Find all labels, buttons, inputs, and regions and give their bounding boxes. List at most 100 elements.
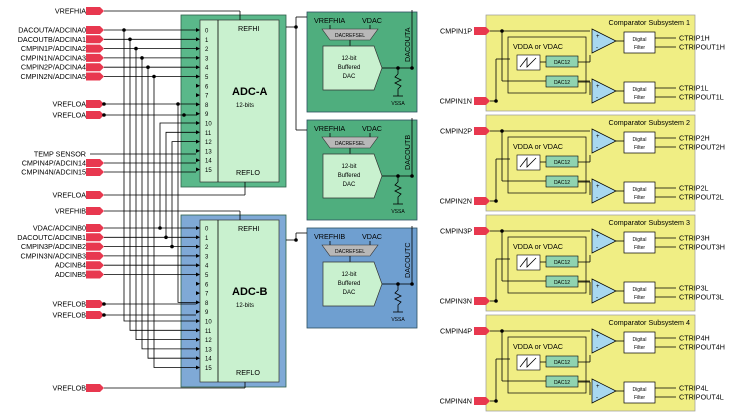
dac-3-refsel: DACREFSEL [335,249,365,255]
pin-vrefhib-arrow [86,207,104,215]
cmpss-1-comparator-high [591,28,617,54]
cmpss-1-filter-h [623,31,656,54]
cmpss-4-dac12-h [545,355,579,368]
pin-adcinb-2-arrow [86,242,104,251]
cmpss-1-dac12-h [545,55,579,68]
dac-1-core [322,45,383,91]
pin-adcina-4-arrow [86,63,104,72]
channel-arrow [196,28,200,32]
cmpss-2-inn: CMPIN2N [440,197,472,206]
cmpss-4-vdda: VDDA or VDAC [513,342,563,351]
cmpss-3-dac12-l [545,275,579,288]
cmpss-3-filter-h [623,231,656,254]
adc-a-channel-2: 2 [205,47,209,53]
cmpss-4-ramp-icon [519,356,537,368]
cmpss-3-filter-h-1: Digital [633,237,647,243]
adc-b-refhi: REFHI [238,224,260,233]
cmpss-1-dac12-l [545,75,579,88]
channel-arrow [196,356,200,361]
adc-b-channel-12: 12 [205,338,212,344]
pin-adcinb-2: CMPIN3P/ADCINB2 [21,242,86,251]
dac-3-resistor [394,289,402,312]
pin-adcina-2-arrow [86,44,104,53]
cmpss-3-inn-arrow [474,297,490,305]
channel-arrow [196,226,200,230]
adc-a-channel-14: 14 [205,159,212,165]
pin-cmpin4p-arrow [86,159,104,167]
cmpss-3-ctripout-h: CTRIPOUT3H [679,243,725,252]
junction-dot [182,113,186,117]
cmpss-1-ctripout-l: CTRIPOUT1L [679,93,724,102]
adc-a-channel-9: 9 [205,112,209,118]
dac-1-refsel: DACREFSEL [335,33,365,39]
cmpss-1-title: Comparator Subsystem 1 [609,18,691,27]
dac-2-body-3: DAC [343,182,356,188]
dac-2-vssa: VSSA [391,209,405,215]
dac-1-vssa: VSSA [391,101,405,107]
dac-3-out-label: DACOUTC [403,242,412,278]
cmpss-4-cmp-minus: - [596,345,598,351]
cmpss-2-filter-l-2: Filter [634,195,645,201]
pin-vrefloa-2: VREFLOA [52,111,86,120]
adc-b-channel-2: 2 [205,245,209,251]
adc-a-channel-15: 15 [205,168,212,174]
wire [153,76,196,368]
adc-a-channel-12: 12 [205,140,212,146]
cmpss-4-dac12-l [545,375,579,388]
adc-a-reflo: REFLO [236,168,260,177]
adc-b-channel-4: 4 [205,264,209,270]
adc-a-refhi: REFHI [238,24,260,33]
pin-adcina-1: DACOUTB/ADCINA1 [18,35,86,44]
wire [171,141,196,247]
pin-vrefloa-1: VREFLOA [52,100,86,109]
adc-a-channel-1: 1 [205,38,209,44]
junction-dot [500,329,504,333]
channel-arrow [196,65,200,70]
cmpss-1-ramp-box [516,54,541,71]
channel-arrow [196,309,200,314]
cmpss-4-cmp-plus: + [596,384,600,390]
cmpss-4-ramp-box [516,354,541,371]
cmpss-2-cmp-minus: - [596,145,598,151]
pin-adcina-4: CMPIN2P/ADCINA4 [21,63,86,72]
channel-arrow [196,167,200,172]
junction-dot [294,238,298,242]
pin-adcina-0-arrow [86,26,104,34]
dac-2-resistor [394,181,402,204]
pin-adcina-1-arrow [86,35,104,44]
cmpss-3-comparator-low [591,278,617,304]
pin-adcinb-4-arrow [86,261,104,270]
adc-b-channel-15: 15 [205,366,212,372]
junction-dot [410,66,414,70]
dac-2-body-2: Buffered [338,173,361,179]
adc-b-channel-0: 0 [205,227,209,233]
wire [165,131,196,238]
dac-2-body-1: 12-bit [341,164,356,170]
cmpss-1-vdda: VDDA or VDAC [513,42,563,51]
cmpss-2-cmp-plus: + [596,134,600,140]
cmpss-2-dac12-l [545,175,579,188]
cmpss-1-cmp-minus: - [596,95,598,101]
adc-b-channel-1: 1 [205,236,209,242]
adc-b-title: ADC-B [232,286,267,298]
cmpss-1-inn: CMPIN1N [440,97,472,106]
wire [129,39,196,331]
dac-2-refsel-mux [321,136,379,149]
cmpss-1-filter-l-2: Filter [634,95,645,101]
comparator-section: Comparator Subsystem 1CMPIN1PCMPIN1NVDDA… [440,14,725,412]
wire [123,30,196,322]
cmpss-2-ctrip-l: CTRIP2L [679,184,709,193]
pin-vrefhib: VREFHIB [55,207,86,216]
cmpss-2-ctripout-h: CTRIPOUT2H [679,143,725,152]
dac-1-vdac: VDAC [362,16,382,25]
cmpss-3-inn: CMPIN3N [440,297,472,306]
pin-adcina-2: CMPIN1P/ADCINA2 [21,44,86,53]
cmpss-2-ramp-box [516,154,541,171]
channel-arrow [196,55,200,60]
cmpss-2-cmp-plus: + [596,184,600,190]
adc-a-channel-5: 5 [205,75,209,81]
dac-3-body-2: Buffered [338,281,361,287]
cmpss-1-ramp-icon [519,56,537,68]
adc-b-reflo: REFLO [236,368,260,377]
channel-arrow [196,337,200,342]
